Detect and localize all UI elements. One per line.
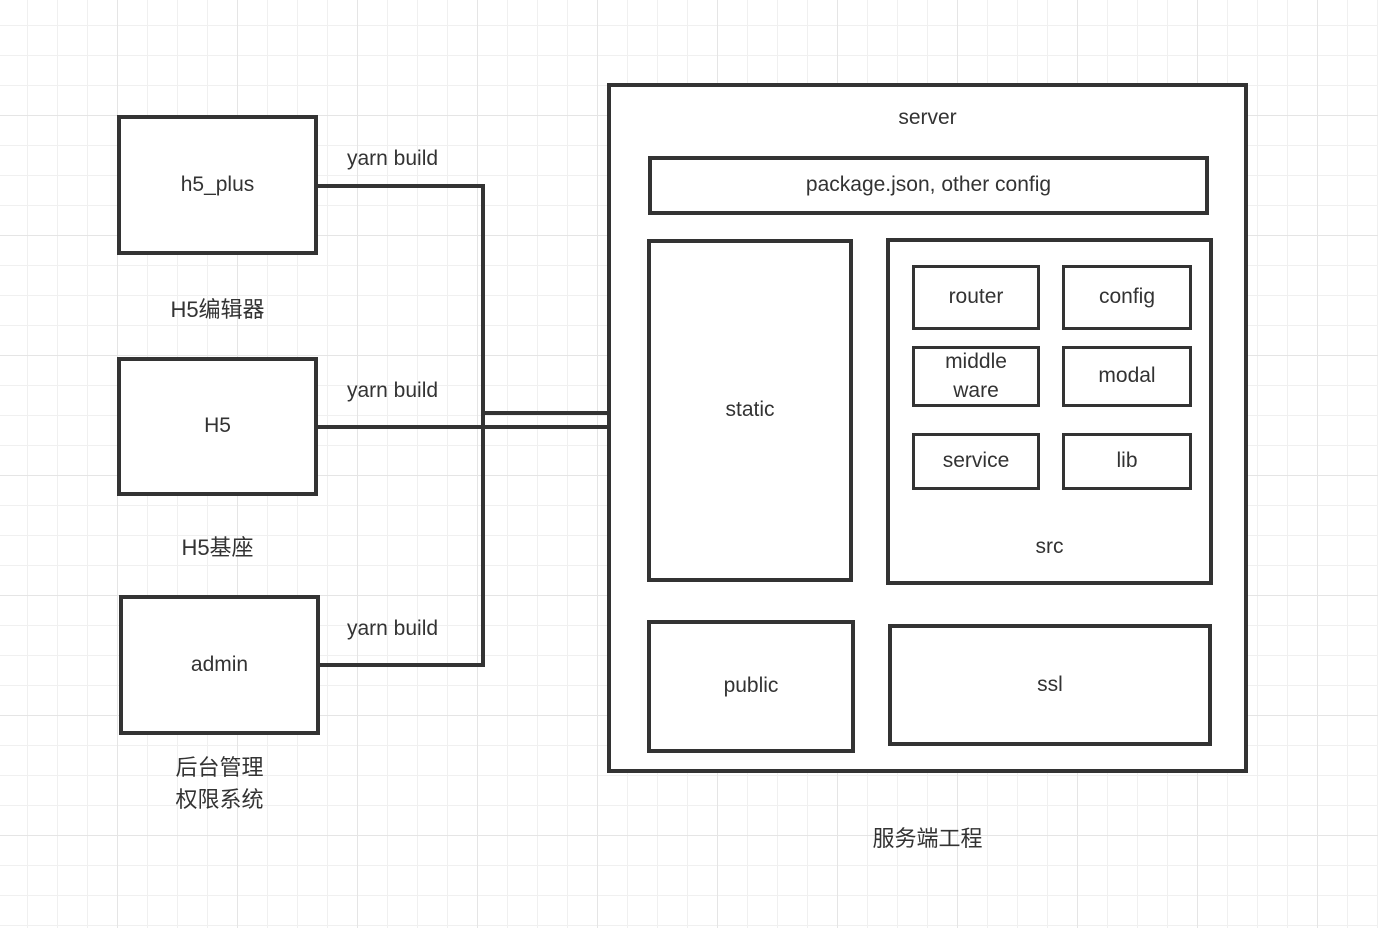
node-service: service (912, 433, 1040, 490)
caption-server: 服务端工程 (872, 826, 983, 851)
node-package-json: package.json, other config (648, 156, 1209, 215)
node-ssl: ssl (888, 624, 1212, 746)
connector-merged-to-static (481, 411, 625, 415)
node-static: static (647, 239, 853, 582)
node-modal: modal (1062, 346, 1192, 407)
caption-h5: H5基座 (181, 535, 254, 560)
connector-h5plus-horizontal (318, 184, 485, 188)
connector-admin-horizontal (320, 663, 485, 667)
group-server-title: server (898, 106, 957, 129)
edge-label-yarn-build-2: yarn build (347, 379, 439, 402)
caption-admin: 后台管理 权限系统 (175, 755, 264, 812)
edge-label-yarn-build-3: yarn build (347, 617, 439, 640)
group-src-label: src (1035, 535, 1064, 558)
node-h5: H5 (117, 357, 318, 496)
node-public: public (647, 620, 855, 753)
node-h5-plus: h5_plus (117, 115, 318, 255)
node-middleware: middle ware (912, 346, 1040, 407)
node-admin: admin (119, 595, 320, 735)
caption-h5-plus: H5编辑器 (170, 297, 265, 322)
node-config: config (1062, 265, 1192, 330)
connector-h5-to-static (318, 425, 624, 429)
node-lib: lib (1062, 433, 1192, 490)
node-router: router (912, 265, 1040, 330)
edge-label-yarn-build-1: yarn build (347, 147, 439, 170)
